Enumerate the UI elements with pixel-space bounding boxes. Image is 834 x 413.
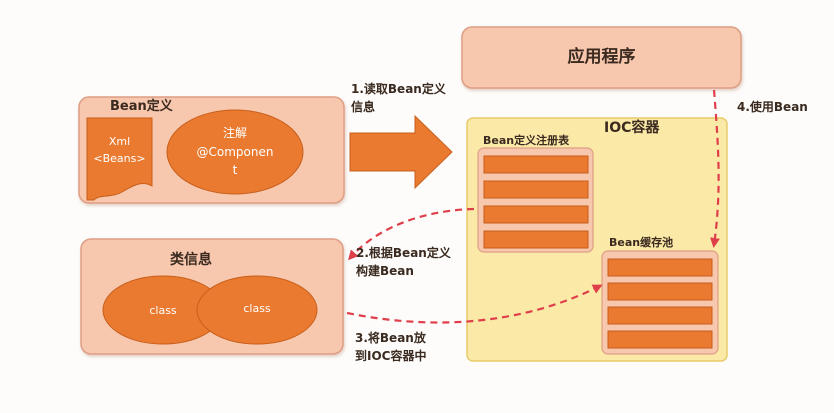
class-ellipse-right-label: class [243, 302, 271, 315]
read-definition-arrow [349, 114, 453, 190]
cache-row [607, 282, 713, 301]
class-info-title: 类信息 [170, 252, 212, 268]
registry-row [483, 205, 589, 224]
annotation-line3: t [232, 163, 238, 177]
step2-label-line1: 2.根据Bean定义 [356, 246, 451, 260]
annotation-ellipse [166, 109, 304, 195]
xml-document-shape [86, 117, 153, 201]
annotation-line2: @Componen [196, 145, 274, 159]
step4-label: 4.使用Bean [737, 100, 808, 114]
xml-doc-line1: Xml [108, 135, 131, 148]
application-label: 应用程序 [567, 47, 636, 67]
cache-pool-box [601, 250, 719, 355]
build-bean-arrow [348, 207, 475, 261]
registry-title: Bean定义注册表 [483, 134, 570, 147]
step2-label-line2: 构建Bean [356, 264, 414, 278]
step3-label-line2: 到IOC容器中 [355, 349, 427, 363]
registry-row [483, 180, 589, 199]
step1-label-line2: 信息 [351, 100, 376, 114]
use-bean-arrow [710, 89, 720, 248]
step3-label-line1: 3.将Bean放 [355, 331, 426, 345]
cache-row [607, 306, 713, 325]
application-box [461, 26, 742, 89]
step1-label-line1: 1.读取Bean定义 [351, 82, 446, 96]
ioc-container-title: IOC容器 [604, 120, 660, 136]
cache-row [607, 330, 713, 349]
annotation-line1: 注解 [222, 126, 247, 140]
registry-row [483, 230, 589, 249]
bean-definition-title: Bean定义 [110, 99, 173, 114]
class-ellipse-left-label: class [149, 304, 177, 317]
class-ellipse-right [196, 275, 318, 345]
cache-row [607, 258, 713, 277]
registry-box [477, 147, 594, 253]
cache-pool-title: Bean缓存池 [609, 236, 674, 249]
registry-row [483, 155, 589, 174]
xml-doc-line2: <Beans> [93, 152, 146, 165]
